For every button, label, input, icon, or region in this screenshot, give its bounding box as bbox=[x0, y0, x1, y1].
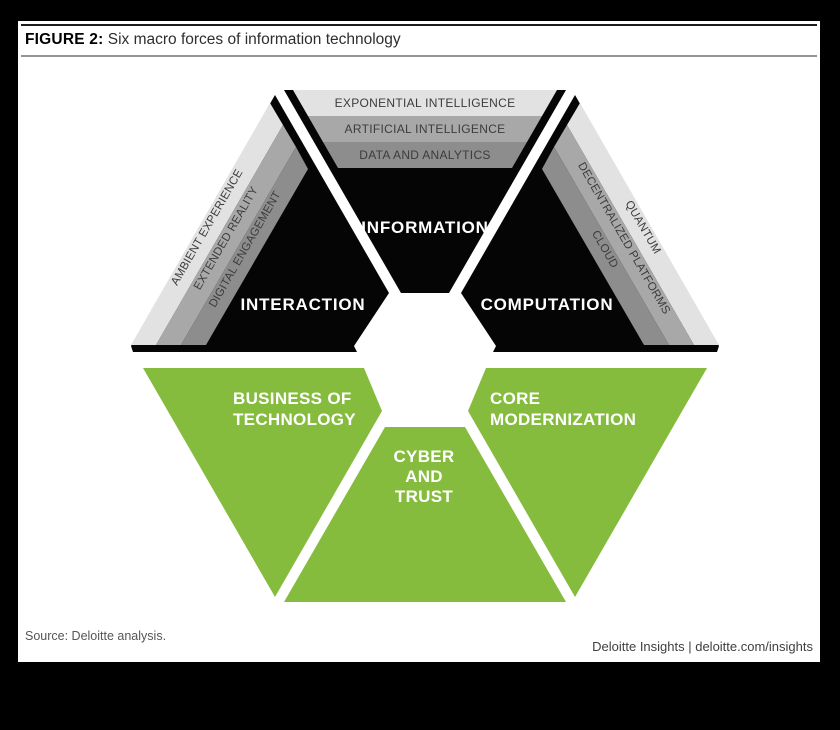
interaction-sector: AMBIENT EXPERIENCE EXTENDED REALITY DIGI… bbox=[131, 95, 389, 352]
computation-band-1 bbox=[567, 103, 719, 345]
information-band-1 bbox=[293, 90, 557, 116]
core-modernization-sector: CORE MODERNIZATION bbox=[468, 368, 707, 597]
band-label-exponential-intelligence: EXPONENTIAL INTELLIGENCE bbox=[335, 96, 516, 110]
branding-note: Deloitte Insights | deloitte.com/insight… bbox=[592, 639, 813, 654]
business-of-technology-label-line1: BUSINESS OF bbox=[233, 389, 352, 408]
cyber-and-trust-label-line1: CYBER bbox=[393, 447, 454, 466]
computation-label: COMPUTATION bbox=[481, 295, 614, 314]
interaction-label: INTERACTION bbox=[241, 295, 366, 314]
information-band-2 bbox=[308, 116, 542, 142]
figure-title: Six macro forces of information technolo… bbox=[103, 31, 401, 48]
interaction-band-2 bbox=[156, 125, 296, 345]
source-note: Source: Deloitte analysis. bbox=[25, 629, 167, 643]
band-label-data-and-analytics: DATA AND ANALYTICS bbox=[359, 148, 490, 162]
core-modernization-label-line2: MODERNIZATION bbox=[490, 410, 636, 429]
core-modernization-label-line1: CORE bbox=[490, 389, 540, 408]
business-of-technology-label-line2: TECHNOLOGY bbox=[233, 410, 356, 429]
header-top-rule bbox=[21, 24, 817, 26]
information-band-3 bbox=[323, 142, 527, 168]
interaction-band-1 bbox=[131, 103, 283, 345]
cyber-and-trust-shape bbox=[284, 427, 566, 602]
cyber-and-trust-label-line2: AND bbox=[405, 467, 443, 486]
information-sector: EXPONENTIAL INTELLIGENCE ARTIFICIAL INTE… bbox=[284, 90, 566, 293]
cyber-and-trust-sector: CYBER AND TRUST bbox=[284, 427, 566, 602]
computation-band-3 bbox=[542, 147, 669, 345]
core-modernization-shape bbox=[468, 368, 707, 597]
business-of-technology-shape bbox=[143, 368, 382, 597]
figure-header: FIGURE 2: Six macro forces of informatio… bbox=[25, 31, 401, 49]
interaction-band-3 bbox=[181, 147, 308, 345]
computation-band-2 bbox=[554, 125, 694, 345]
band-label-artificial-intelligence: ARTIFICIAL INTELLIGENCE bbox=[345, 122, 506, 136]
cyber-and-trust-label-line3: TRUST bbox=[395, 487, 453, 506]
business-of-technology-sector: BUSINESS OF TECHNOLOGY bbox=[143, 368, 382, 597]
header-bottom-rule bbox=[21, 55, 817, 57]
information-label: INFORMATION bbox=[361, 218, 488, 237]
figure-label: FIGURE 2: bbox=[25, 31, 104, 48]
